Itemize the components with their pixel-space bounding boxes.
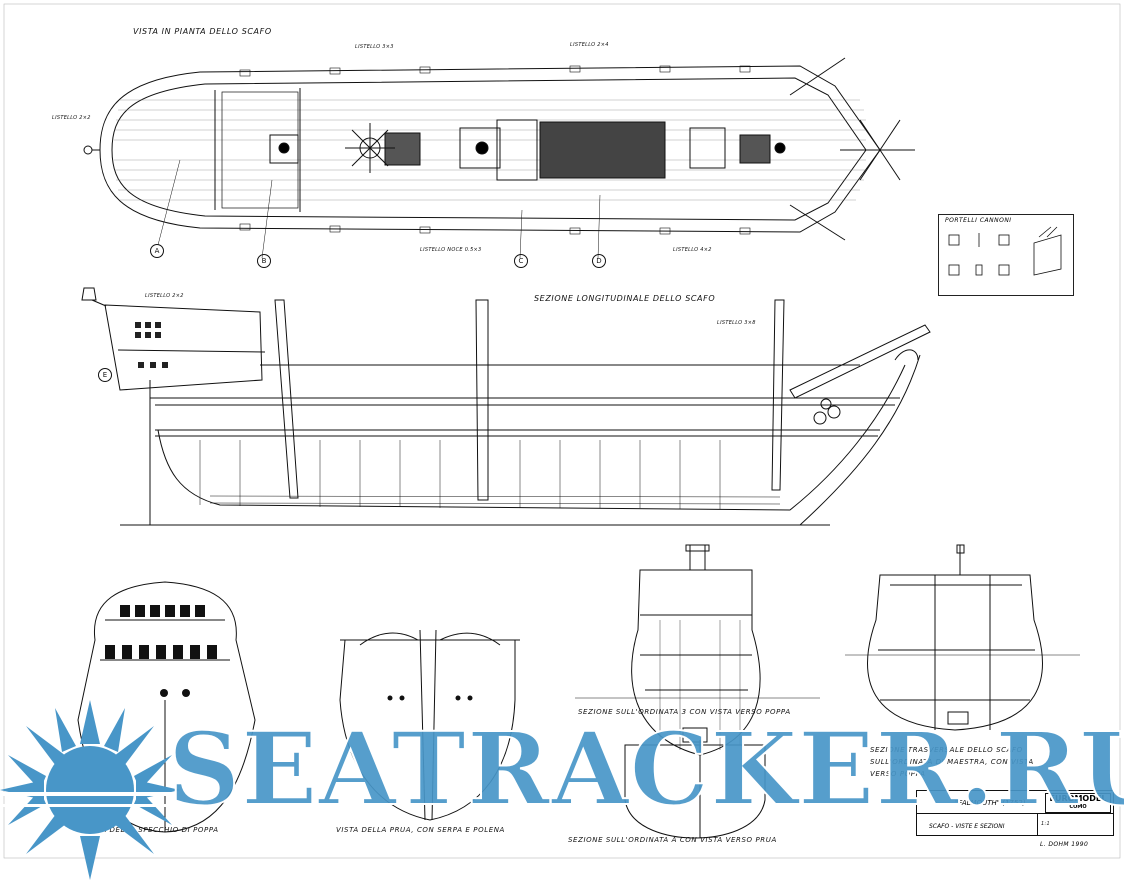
main-section-caption: SEZIONE TRASVERSALE DELLO SCAFO SULL'ORD… <box>870 746 1034 778</box>
sheet-title: SCAFO - VISTE E SEZIONI <box>929 823 1005 830</box>
plan-listello-label: LISTELLO NOCE 0.5×3 <box>420 247 482 253</box>
model-name: "FALMOUTH" (1752) <box>955 799 1026 807</box>
legend-title: PORTELLI CANNONI <box>945 217 1012 224</box>
watermark-text: SEATRACKER.RU <box>167 710 1124 828</box>
section-3-view <box>575 544 820 756</box>
marker-d: D <box>592 254 606 268</box>
bow-view-caption: VISTA DELLA PRUA, CON SERPA E POLENA <box>336 826 505 834</box>
stern-view <box>77 581 256 833</box>
plan-listello-label: LISTELLO 4×2 <box>673 247 712 253</box>
scale-value: 1:1 <box>1041 821 1050 827</box>
plan-view-title: VISTA IN PIANTA DELLO SCAFO <box>133 27 272 36</box>
section-listello-label: LISTELLO 2×2 <box>145 293 184 299</box>
legend-symbols <box>948 226 1062 276</box>
brand-sub: COMO <box>1069 804 1087 810</box>
section-a-caption: SEZIONE SULL'ORDINATA A CON VISTA VERSO … <box>568 836 777 844</box>
brand-name: EUROMODEL <box>1049 794 1107 803</box>
longitudinal-section-title: SEZIONE LONGITUDINALE DELLO SCAFO <box>534 294 716 303</box>
section-a-view <box>624 727 766 839</box>
drawing-sheet: VISTA IN PIANTA DELLO SCAFO LISTELLO 2×2… <box>0 3 1124 880</box>
bow-view <box>339 629 520 821</box>
marker-b: B <box>257 254 271 268</box>
marker-c: C <box>514 254 528 268</box>
title-block: "FALMOUTH" (1752) EUROMODEL COMO SCAFO -… <box>916 790 1114 836</box>
stern-view-caption: VISTA DELLO SPECCHIO DI POPPA <box>84 826 219 834</box>
sun-logo-icon <box>0 700 200 880</box>
brand-logo: EUROMODEL COMO <box>1045 793 1111 813</box>
author-signature: L. DOHM 1990 <box>1040 841 1089 848</box>
plan-view <box>83 57 915 259</box>
main-section-view <box>845 544 1080 731</box>
section-3-caption: SEZIONE SULL'ORDINATA 3 CON VISTA VERSO … <box>578 708 791 716</box>
gunport-legend: PORTELLI CANNONI <box>938 214 1074 296</box>
section-listello-label: LISTELLO 3×8 <box>717 320 756 326</box>
plan-listello-label: LISTELLO 2×2 <box>52 115 91 121</box>
ship-drawing <box>3 3 1121 859</box>
marker-a: A <box>150 244 164 258</box>
longitudinal-section <box>81 287 931 526</box>
plan-listello-label: LISTELLO 3×3 <box>355 44 394 50</box>
plan-listello-label: LISTELLO 2×4 <box>570 42 609 48</box>
marker-e: E <box>98 368 112 382</box>
